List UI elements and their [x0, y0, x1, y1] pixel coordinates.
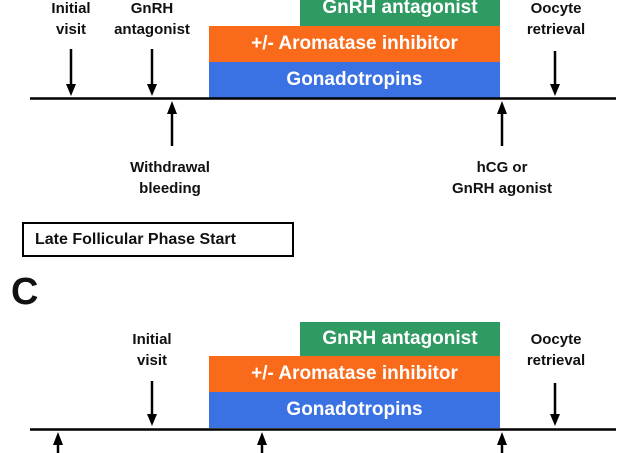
top-gonadotropins-bar: Gonadotropins [209, 62, 500, 98]
top-oocyte-retrieval-label: Oocyte retrieval [496, 0, 616, 40]
top-initial-visit-label: Initial visit [11, 0, 131, 40]
bottom-up-arrow-2 [257, 432, 267, 453]
label-line: retrieval [526, 352, 586, 369]
label-line: retrieval [526, 21, 586, 38]
label-line: GnRH [130, 0, 174, 17]
bottom-initial-visit-arrow [147, 381, 157, 426]
top-gnrh-antagonist-start-arrow [147, 49, 157, 96]
bottom-up-arrow-1 [53, 432, 63, 453]
bottom-gonadotropins-bar: Gonadotropins [209, 392, 500, 428]
top-oocyte-retrieval-arrow [550, 51, 560, 96]
bottom-antagonist-bar: GnRH antagonist [300, 322, 500, 356]
label-line: hCG or [476, 159, 528, 176]
label-line: Initial [132, 331, 172, 348]
top-gnrh-antagonist-start-label: GnRH antagonist [92, 0, 212, 40]
label-line: visit [55, 21, 86, 38]
label-line: GnRH agonist [452, 180, 552, 197]
label-line: Withdrawal [130, 159, 210, 176]
bottom-up-arrow-3 [497, 432, 507, 453]
bottom-oocyte-retrieval-label: Oocyte retrieval [496, 329, 616, 371]
panel-letter: C [11, 271, 39, 313]
top-withdrawal-bleeding-arrow [167, 101, 177, 146]
top-antagonist-bar: GnRH antagonist [300, 0, 500, 26]
bottom-initial-visit-label: Initial visit [92, 329, 212, 371]
label-line: Oocyte [530, 331, 582, 348]
top-trigger-label: hCG or GnRH agonist [442, 157, 562, 199]
top-aromatase-bar: +/- Aromatase inhibitor [209, 26, 500, 62]
label-line: visit [136, 352, 167, 369]
label-line: Initial [51, 0, 91, 17]
top-trigger-arrow [497, 101, 507, 146]
bottom-oocyte-retrieval-arrow [550, 383, 560, 426]
top-initial-visit-arrow [66, 49, 76, 96]
bottom-aromatase-bar: +/- Aromatase inhibitor [209, 356, 500, 392]
label-line: bleeding [139, 180, 201, 197]
top-withdrawal-bleeding-label: Withdrawal bleeding [110, 157, 230, 199]
phase-heading-box: Late Follicular Phase Start [22, 222, 294, 257]
label-line: antagonist [114, 21, 190, 38]
label-line: Oocyte [530, 0, 582, 17]
